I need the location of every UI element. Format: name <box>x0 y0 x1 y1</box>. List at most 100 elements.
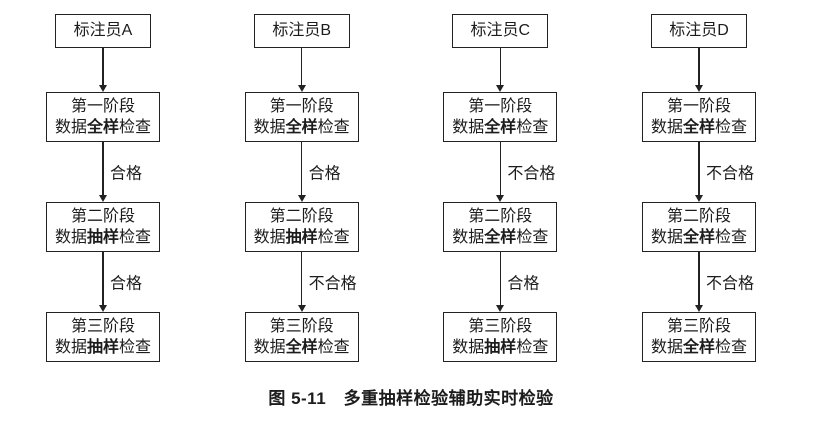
stage-desc-bold: 全样 <box>484 119 517 136</box>
arrow-result-label: 合格 <box>110 275 143 293</box>
stage-2-box: 第二阶段 数据全样检查 <box>443 202 558 252</box>
stage-2-box: 第二阶段 数据抽样检查 <box>244 202 359 252</box>
arrow-head-icon <box>496 305 505 312</box>
stage-desc-prefix: 数据 <box>253 229 286 246</box>
arrow-head-icon <box>496 85 505 92</box>
down-arrow <box>694 48 703 92</box>
stage-desc-prefix: 数据 <box>54 229 87 246</box>
stage-desc: 数据全样检查 <box>645 117 753 138</box>
stage-title: 第二阶段 <box>70 208 135 225</box>
stage-desc-bold: 全样 <box>285 119 318 136</box>
stage-title: 第二阶段 <box>468 208 533 225</box>
arrow-line <box>698 48 700 86</box>
stage-desc-bold: 抽样 <box>86 229 119 246</box>
figure-caption: 图 5-11 多重抽样检验辅助实时检验 <box>268 389 554 408</box>
down-arrow <box>99 48 107 92</box>
stage-3-box: 第三阶段 数据全样检查 <box>641 312 756 362</box>
stage-desc: 数据全样检查 <box>248 117 356 138</box>
flow-column-a: 标注员A 第一阶段 数据全样检查 合格 第二阶段 数据抽样检查 <box>46 14 160 362</box>
stage-desc: 数据抽样检查 <box>49 337 157 358</box>
arrow-line <box>300 48 303 86</box>
down-arrow-labeled: 合格 <box>99 252 142 312</box>
stage-1-box: 第一阶段 数据全样检查 <box>641 92 756 142</box>
arrow-head-icon <box>694 195 703 202</box>
stage-desc-bold: 抽样 <box>285 229 318 246</box>
flow-diagram: 标注员A 第一阶段 数据全样检查 合格 第二阶段 数据抽样检查 <box>46 14 756 362</box>
annotator-label: 标注员A <box>73 22 133 39</box>
arrow-line <box>300 142 303 196</box>
stage-desc-suffix: 检查 <box>714 119 747 136</box>
stage-desc: 数据全样检查 <box>446 227 554 248</box>
stage-desc-suffix: 检查 <box>119 339 152 356</box>
stage-desc-prefix: 数据 <box>452 229 485 246</box>
arrow-result-label: 合格 <box>110 165 143 183</box>
stage-title: 第一阶段 <box>666 98 731 115</box>
arrow-result-label: 不合格 <box>308 275 357 293</box>
stage-3-box: 第三阶段 数据抽样检查 <box>46 312 160 362</box>
stage-desc-suffix: 检查 <box>119 119 152 136</box>
stage-desc-prefix: 数据 <box>452 119 485 136</box>
down-arrow-labeled: 不合格 <box>694 252 754 312</box>
annotator-box: 标注员D <box>650 14 747 48</box>
stage-1-box: 第一阶段 数据全样检查 <box>443 92 558 142</box>
stage-desc-suffix: 检查 <box>119 229 152 246</box>
arrow-line <box>102 48 104 86</box>
arrow-line <box>499 142 502 196</box>
stage-desc-prefix: 数据 <box>253 119 286 136</box>
stage-2-box: 第二阶段 数据全样检查 <box>641 202 756 252</box>
stage-desc-suffix: 检查 <box>317 229 350 246</box>
arrow-head-icon <box>99 195 107 202</box>
stage-desc-prefix: 数据 <box>452 339 485 356</box>
stage-desc-prefix: 数据 <box>650 229 683 246</box>
arrow-line <box>698 252 700 306</box>
arrow-head-icon <box>99 305 107 312</box>
stage-desc-suffix: 检查 <box>516 339 549 356</box>
stage-title: 第三阶段 <box>666 318 731 335</box>
flow-column-c: 标注员C 第一阶段 数据全样检查 不合格 第二阶段 数据全样检查 <box>443 14 558 362</box>
stage-desc: 数据抽样检查 <box>248 227 356 248</box>
arrow-line <box>300 252 303 306</box>
flow-column-d: 标注员D 第一阶段 数据全样检查 不合格 第二阶段 数据全样检查 <box>641 14 756 362</box>
annotator-box: 标注员C <box>452 14 549 48</box>
stage-2-box: 第二阶段 数据抽样检查 <box>46 202 160 252</box>
arrow-head-icon <box>496 195 505 202</box>
arrow-result-label: 不合格 <box>705 165 754 183</box>
arrow-result-label: 不合格 <box>705 275 754 293</box>
stage-desc-suffix: 检查 <box>317 339 350 356</box>
stage-desc-suffix: 检查 <box>516 229 549 246</box>
stage-3-box: 第三阶段 数据全样检查 <box>244 312 359 362</box>
annotator-label: 标注员C <box>470 22 531 39</box>
stage-desc-bold: 抽样 <box>86 339 119 356</box>
stage-desc-prefix: 数据 <box>650 339 683 356</box>
stage-desc: 数据全样检查 <box>49 117 157 138</box>
stage-1-box: 第一阶段 数据全样检查 <box>46 92 160 142</box>
stage-title: 第二阶段 <box>666 208 731 225</box>
annotator-box: 标注员A <box>55 14 151 48</box>
stage-desc-suffix: 检查 <box>516 119 549 136</box>
arrow-line <box>102 252 104 306</box>
stage-desc: 数据抽样检查 <box>446 337 554 358</box>
stage-title: 第三阶段 <box>468 318 533 335</box>
stage-desc-prefix: 数据 <box>650 119 683 136</box>
down-arrow-labeled: 不合格 <box>694 142 754 202</box>
arrow-result-label: 合格 <box>507 275 540 293</box>
stage-desc-bold: 全样 <box>86 119 119 136</box>
stage-title: 第三阶段 <box>269 318 334 335</box>
arrow-head-icon <box>99 85 107 92</box>
stage-desc-bold: 全样 <box>484 229 517 246</box>
stage-desc-suffix: 检查 <box>714 339 747 356</box>
arrow-line <box>698 142 700 196</box>
flow-column-b: 标注员B 第一阶段 数据全样检查 合格 第二阶段 数据抽样检查 <box>244 14 359 362</box>
arrow-head-icon <box>694 305 703 312</box>
stage-desc-prefix: 数据 <box>253 339 286 356</box>
arrow-head-icon <box>297 195 306 202</box>
stage-desc-prefix: 数据 <box>54 119 87 136</box>
arrow-line <box>499 48 502 86</box>
stage-3-box: 第三阶段 数据抽样检查 <box>443 312 558 362</box>
arrow-line <box>499 252 502 306</box>
down-arrow-labeled: 不合格 <box>297 252 357 312</box>
down-arrow-labeled: 不合格 <box>496 142 555 202</box>
stage-title: 第一阶段 <box>269 98 334 115</box>
stage-desc-bold: 全样 <box>682 339 715 356</box>
